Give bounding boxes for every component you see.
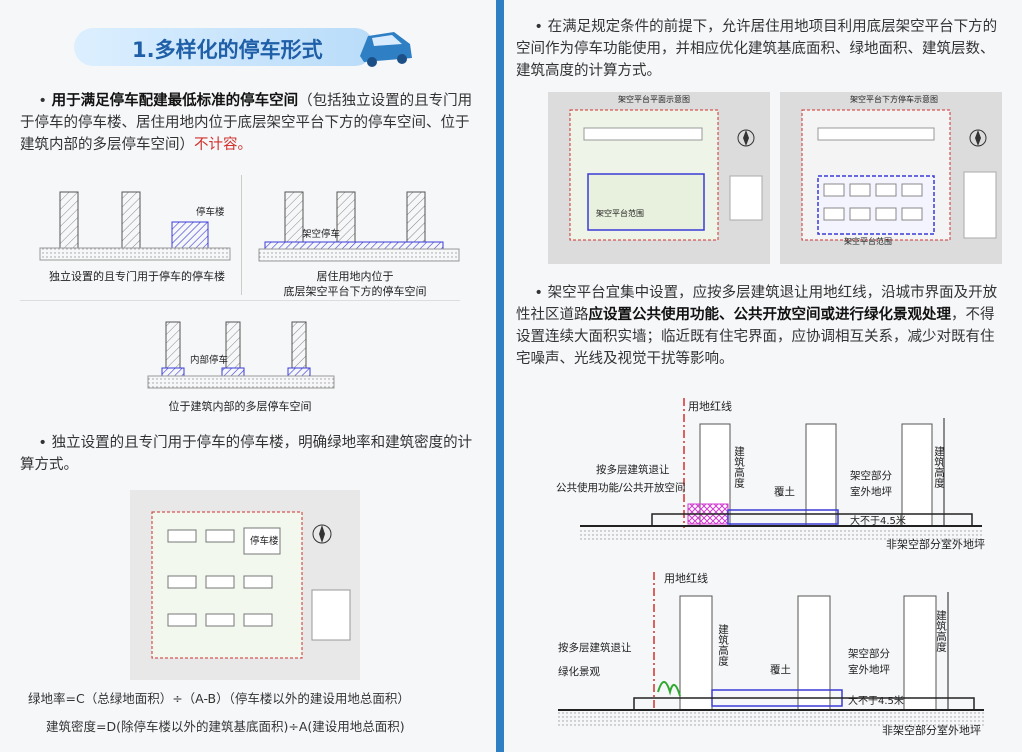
diag3-caption: 位于建筑内部的多层停车空间 [168,400,312,413]
s2-height-a: 建筑高度 [717,624,729,666]
s2-soil: 覆土 [770,664,791,676]
section-title: 1.多样化的停车形式 [132,38,323,62]
section-diagram-public [580,398,982,542]
diagram-internal-parking [147,321,335,389]
s1-setback-1: 按多层建筑退让 [596,464,670,476]
left-panel: 1.多样化的停车形式 • 用于满足停车配建最低标准的停车空间（包括独立设置的且专… [0,0,496,752]
diagram-platform-parking [258,191,460,262]
garage-paragraph: • 独立设置的且专门用于停车的停车楼，明确绿地率和建筑密度的计算方式。 [20,435,473,473]
car-icon [360,32,412,67]
diagram-parking-garage [39,191,231,261]
separator [20,300,460,301]
platform-paragraph: • 在满足规定条件的前提下，允许居住用地项目利用底层架空平台下方的空间作为停车功… [516,19,998,79]
right-panel: • 在满足规定条件的前提下，允许居住用地项目利用底层架空平台下方的空间作为停车功… [504,0,1022,752]
s2-redline-label: 用地红线 [664,572,708,585]
intro-red: 不计容。 [194,137,252,153]
s2-setback-1: 按多层建筑退让 [558,642,632,654]
s2-platform-2: 室外地坪 [848,664,890,676]
setback-paragraph: • 架空平台宜集中设置，应按多层建筑退让用地红线，沿城市界面及开放性社区道路应设… [516,285,998,367]
diag2-caption-1: 居住用地内位于 [316,270,394,283]
platform-text: 在满足规定条件的前提下，允许居住用地项目利用底层架空平台下方的空间作为停车功能使… [516,19,998,79]
intro-text: （包括独立设置的且专门用于停车的停车楼、居住用地内位于底层架空平台下方的停车空间… [20,93,473,153]
plan1-title: 架空平台平面示意图 [618,95,690,104]
section-diagram-green [558,572,984,728]
s1-platform-1: 架空部分 [850,470,892,482]
separator [241,175,242,295]
s2-setback-2: 绿化景观 [558,666,600,678]
plan2-label: 架空平台范围 [844,237,892,246]
s1-height-a: 建筑高度 [733,446,745,488]
s1-setback-2: 公共使用功能/公共开放空间 [556,482,686,494]
s1-soil: 覆土 [774,486,795,498]
setback-text-b: ，不得设置连续大面积实墙；临近既有住宅界面，应协调相互关系，减少对既有住宅噪声、… [516,307,995,367]
site-plan-garage [130,490,360,680]
plan-platform-parking [780,92,1002,264]
formula-density: 建筑密度=D(除停车楼以外的建筑基底面积)÷A(建设用地总面积) [46,719,405,734]
diag2-caption-2: 底层架空平台下方的停车空间 [283,285,427,298]
setback-bold: 应设置公共使用功能、公共开放空间或进行绿化景观处理 [588,307,952,323]
diag1-label: 停车楼 [196,207,225,218]
diag1-caption: 独立设置的且专门用于停车的停车楼 [49,270,225,283]
s1-ground: 非架空部分室外地坪 [886,538,985,551]
diag3-label: 内部停车 [190,355,229,366]
s2-platform-1: 架空部分 [848,648,890,660]
intro-bold: 用于满足停车配建最低标准的停车空间 [51,93,299,109]
intro-paragraph: • 用于满足停车配建最低标准的停车空间（包括独立设置的且专门用于停车的停车楼、居… [20,93,473,153]
s2-height-b: 建筑高度 [935,610,947,652]
s1-platform-2: 室外地坪 [850,486,892,498]
plan1-label: 架空平台范围 [596,209,644,218]
s1-height-b: 建筑高度 [933,446,945,488]
column-divider [496,0,504,752]
formula-green-rate: 绿地率=C（总绿地面积）÷（A-B）（停车楼以外的建设用地总面积） [28,691,410,706]
s1-limit: 大不于4.5米 [850,516,906,527]
title-banner [74,28,374,66]
diag2-label: 架空停车 [302,229,341,240]
s1-redline-label: 用地红线 [688,400,732,413]
plan2-title: 架空平台下方停车示意图 [850,95,938,104]
s2-ground: 非架空部分室外地坪 [882,724,981,737]
plan-garage-label: 停车楼 [250,536,279,547]
s2-limit: 大不于4.5米 [848,696,904,707]
garage-text: 独立设置的且专门用于停车的停车楼，明确绿地率和建筑密度的计算方式。 [20,435,473,473]
setback-text-a: 架空平台宜集中设置，应按多层建筑退让用地红线，沿城市界面及开放性社区道路 [516,285,998,323]
plan-platform [548,92,770,264]
